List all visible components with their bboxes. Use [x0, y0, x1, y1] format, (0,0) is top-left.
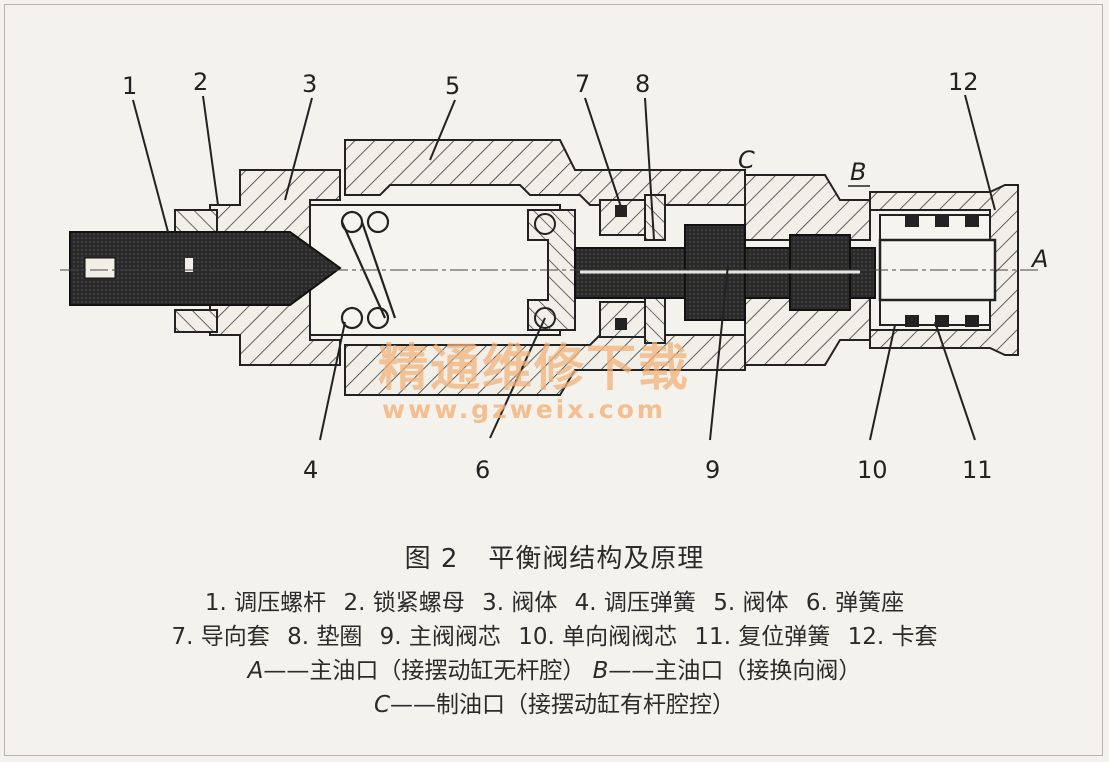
- adjusting-screw-1: [69, 231, 342, 306]
- legend-item-11: 11. 复位弹簧: [694, 624, 831, 650]
- port-a-label: A: [1030, 245, 1048, 273]
- port-labels: C B A: [738, 146, 1048, 273]
- main-spool-9: [574, 224, 876, 321]
- washer-8: [644, 194, 666, 344]
- valve-body-right: [744, 174, 1019, 366]
- legend-item-4: 4. 调压弹簧: [574, 590, 696, 616]
- figure-frame: [4, 4, 1103, 756]
- callout-2: 2: [193, 68, 208, 96]
- legend-line-port-c: C——制油口（接摆动缸有杆腔控）: [0, 685, 1109, 719]
- return-spring-11: [905, 215, 979, 327]
- legend-item-5: 5. 阀体: [713, 590, 789, 616]
- legend-item-7: 7. 导向套: [171, 624, 270, 650]
- legend-port-b-label: B: [592, 658, 609, 684]
- guide-sleeve-7: [599, 199, 646, 338]
- watermark-chinese: 精通维修下载: [378, 338, 690, 397]
- callout-6: 6: [475, 456, 490, 484]
- callout-11: 11: [962, 456, 993, 484]
- valve-body-5: [344, 139, 746, 396]
- figure-number: 图 2: [404, 544, 459, 574]
- legend-port-a-label: A: [247, 658, 264, 684]
- legend-port-c-label: C: [373, 692, 391, 718]
- legend-line-1: 1. 调压螺杆 2. 锁紧螺母 3. 阀体 4. 调压弹簧 5. 阀体 6. 弹…: [0, 583, 1109, 617]
- leader-lines: [132, 94, 996, 441]
- port-c-label: C: [738, 146, 755, 174]
- watermark-url: www.gzweix.com: [382, 395, 666, 424]
- legend-item-2: 2. 锁紧螺母: [343, 590, 465, 616]
- callout-7: 7: [575, 70, 590, 98]
- callout-1: 1: [122, 72, 137, 100]
- legend-item-6: 6. 弹簧座: [805, 590, 905, 616]
- callout-4: 4: [303, 456, 318, 484]
- legend-port-c-text: ——制油口（接摆动缸有杆腔控）: [390, 692, 736, 718]
- valve-cross-section-diagram: 1 2 3 5 7 8 12 4 6 9 10 11 C B A 精通维修下载 …: [60, 68, 1048, 484]
- legend-line-ports-ab: A——主油口（接摆动缸无杆腔） B——主油口（接换向阀）: [0, 651, 1109, 685]
- callout-numbers: 1 2 3 5 7 8 12 4 6 9 10 11: [122, 68, 993, 484]
- legend-item-3: 3. 阀体: [482, 590, 558, 616]
- legend-port-b-text: ——主油口（接换向阀）: [608, 658, 862, 684]
- legend-port-a-text: ——主油口（接摆动缸无杆腔）: [263, 658, 586, 684]
- port-b-label: B: [850, 158, 866, 186]
- callout-10: 10: [857, 456, 888, 484]
- callout-3: 3: [302, 70, 317, 98]
- callout-9: 9: [705, 456, 720, 484]
- legend-line-2: 7. 导向套 8. 垫圈 9. 主阀阀芯 10. 单向阀阀芯 11. 复位弹簧 …: [0, 617, 1109, 651]
- legend-item-12: 12. 卡套: [847, 624, 938, 650]
- legend-item-10: 10. 单向阀阀芯: [518, 624, 678, 650]
- figure-title: 图 2 平衡阀结构及原理: [0, 538, 1109, 575]
- legend-item-8: 8. 垫圈: [287, 624, 363, 650]
- legend-item-1: 1. 调压螺杆: [204, 590, 327, 616]
- figure-title-text: 平衡阀结构及原理: [488, 544, 705, 574]
- callout-8: 8: [635, 70, 650, 98]
- legend-item-9: 9. 主阀阀芯: [379, 624, 501, 650]
- callout-5: 5: [445, 72, 460, 100]
- watermark: 精通维修下载 www.gzweix.com: [378, 338, 690, 424]
- callout-12: 12: [948, 68, 979, 96]
